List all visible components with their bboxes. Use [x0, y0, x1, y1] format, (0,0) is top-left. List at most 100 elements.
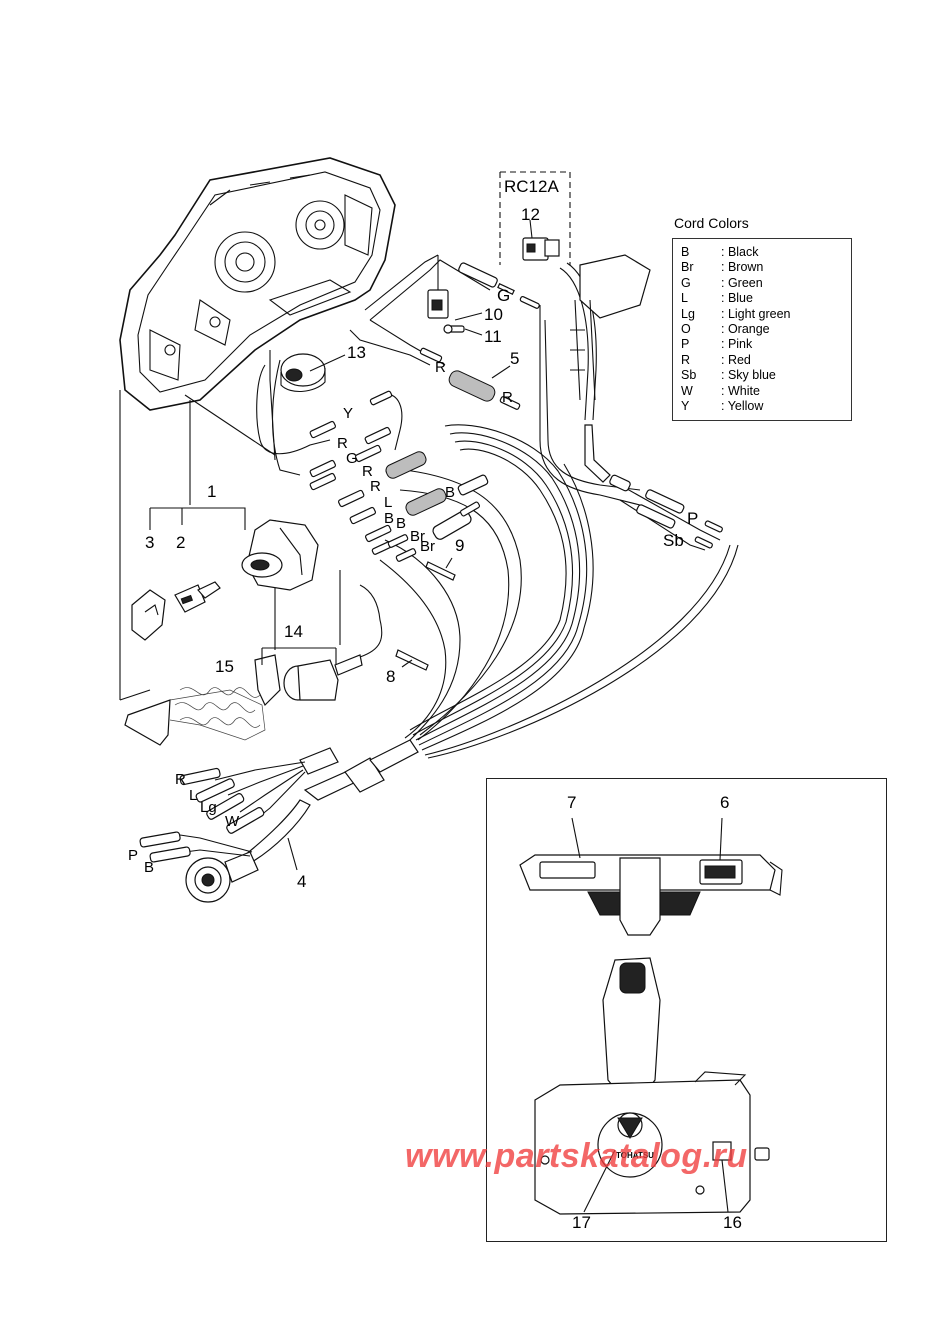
wire-label-l: L: [189, 787, 197, 804]
legend-name: : Sky blue: [721, 368, 776, 383]
callout-13: 13: [347, 343, 366, 362]
callout-7: 7: [567, 793, 576, 812]
remote-control-housing: [119, 157, 396, 411]
wire-label-b: B: [384, 510, 394, 527]
legend-name: : Red: [721, 352, 751, 367]
wire-label-r: R: [502, 389, 513, 406]
callout-leaders: [287, 219, 729, 1213]
legend-row: Y : Yellow: [681, 399, 851, 414]
wire-label-y: Y: [343, 405, 353, 422]
legend-row: O : Orange: [681, 322, 851, 337]
part-1-main-switch: [241, 519, 319, 591]
option-rc12a-group: [499, 171, 651, 401]
part-3-switch-cap: [131, 589, 166, 641]
legend-code: Lg: [681, 306, 695, 321]
wire-labels: Y R G R R L B B Br Br B R R G P Sb R L L…: [128, 286, 698, 876]
part-5-sleeve: [448, 370, 496, 402]
inset-frame: [486, 778, 887, 1242]
legend-code: Sb: [681, 368, 697, 383]
legend-code: G: [681, 275, 691, 290]
wire-label-r: R: [337, 435, 348, 452]
callout-1: 1: [207, 482, 216, 501]
legend-name: : Blue: [721, 291, 753, 306]
wire-label-sb: Sb: [663, 531, 684, 550]
legend-code: R: [681, 352, 691, 367]
callout-9: 9: [455, 536, 464, 555]
rc12a-label: RC12A: [504, 177, 559, 196]
callout-11: 11: [484, 327, 502, 346]
wire-label-p: P: [687, 509, 698, 528]
legend-code: L: [681, 291, 688, 306]
wire-label-g: G: [497, 286, 510, 305]
cord-colors-legend: B : Black Br : Brown G : Green L : Blue Lg : …: [672, 238, 852, 421]
legend-name: : White: [721, 383, 760, 398]
callout-3: 3: [145, 533, 154, 552]
wire-label-r: R: [362, 463, 373, 480]
part-13-buzzer: [280, 353, 326, 392]
harness-connectors: [309, 262, 723, 562]
legend-code: B: [681, 245, 690, 259]
wire-label-w: W: [225, 813, 240, 830]
callout-16: 16: [723, 1213, 742, 1232]
legend-code: P: [681, 337, 690, 352]
part-14-stop-switch: [254, 584, 383, 707]
legend-name: : Black: [721, 245, 759, 259]
callout-14: 14: [284, 622, 303, 641]
part-11-screw: [443, 324, 465, 334]
legend-code: Br: [681, 260, 694, 275]
legend-name: : Pink: [721, 337, 753, 352]
legend-name: : Orange: [721, 322, 770, 337]
callout-8: 8: [386, 667, 395, 686]
wire-label-b: B: [144, 859, 154, 876]
part-15-lanyard: [124, 687, 266, 746]
legend-name: : Yellow: [721, 399, 764, 414]
part-4-main-harness: [139, 739, 419, 903]
legend-row: W : White: [681, 384, 851, 399]
callout-17: 17: [572, 1213, 591, 1232]
bracket-1: [149, 507, 246, 530]
legend-code: Y: [681, 399, 690, 414]
wire-label-g: G: [346, 450, 358, 467]
callout-2: 2: [176, 533, 185, 552]
legend-row: Sb : Sky blue: [681, 368, 851, 383]
legend-row: Lg : Light green: [681, 307, 851, 322]
bracket-14: [261, 647, 337, 665]
legend-row: B : Black: [681, 245, 851, 260]
legend-code: O: [681, 322, 691, 337]
wire-label-br: Br: [410, 528, 425, 545]
callout-6: 6: [720, 793, 729, 812]
legend-row: G : Green: [681, 276, 851, 291]
part-2-key: [174, 581, 221, 613]
inset-remote-control: [519, 854, 783, 1215]
callout-12: 12: [521, 205, 540, 224]
legend-row: Br : Brown: [681, 260, 851, 275]
wire-label-br: Br: [420, 538, 435, 555]
wire-label-r: R: [370, 478, 381, 495]
wire-label-b: B: [396, 515, 406, 532]
wire-label-p: P: [128, 847, 138, 864]
legend-code: W: [681, 383, 693, 398]
watermark: www.partskatalog.ru: [405, 1137, 748, 1175]
callout-10: 10: [484, 305, 503, 324]
legend-row: R : Red: [681, 353, 851, 368]
part-10-connector-clip: [427, 255, 449, 319]
part-9-pin: [425, 561, 456, 581]
wire-label-r: R: [175, 771, 186, 788]
legend-name: : Brown: [721, 260, 764, 275]
wire-harness: [256, 254, 739, 759]
callout-4: 4: [297, 872, 306, 891]
wire-label-l: L: [384, 494, 392, 511]
wire-label-r: R: [435, 359, 446, 376]
callout-5: 5: [510, 349, 519, 368]
wire-label-lg: Lg: [200, 799, 217, 816]
legend-name: : Light green: [721, 306, 791, 321]
legend-row: P : Pink: [681, 337, 851, 352]
wire-label-b: B: [445, 484, 455, 501]
callout-15: 15: [215, 657, 234, 676]
legend-title: Cord Colors: [674, 215, 749, 231]
legend-name: : Green: [721, 275, 763, 290]
tohatsu-logo-text: TOHATSU: [616, 1151, 654, 1160]
legend-row: L : Blue: [681, 291, 851, 306]
callout-numbers: 1 2 3 4 5 6 7 8 9 10 11 12 13 14 15 16 1…: [145, 177, 742, 1232]
